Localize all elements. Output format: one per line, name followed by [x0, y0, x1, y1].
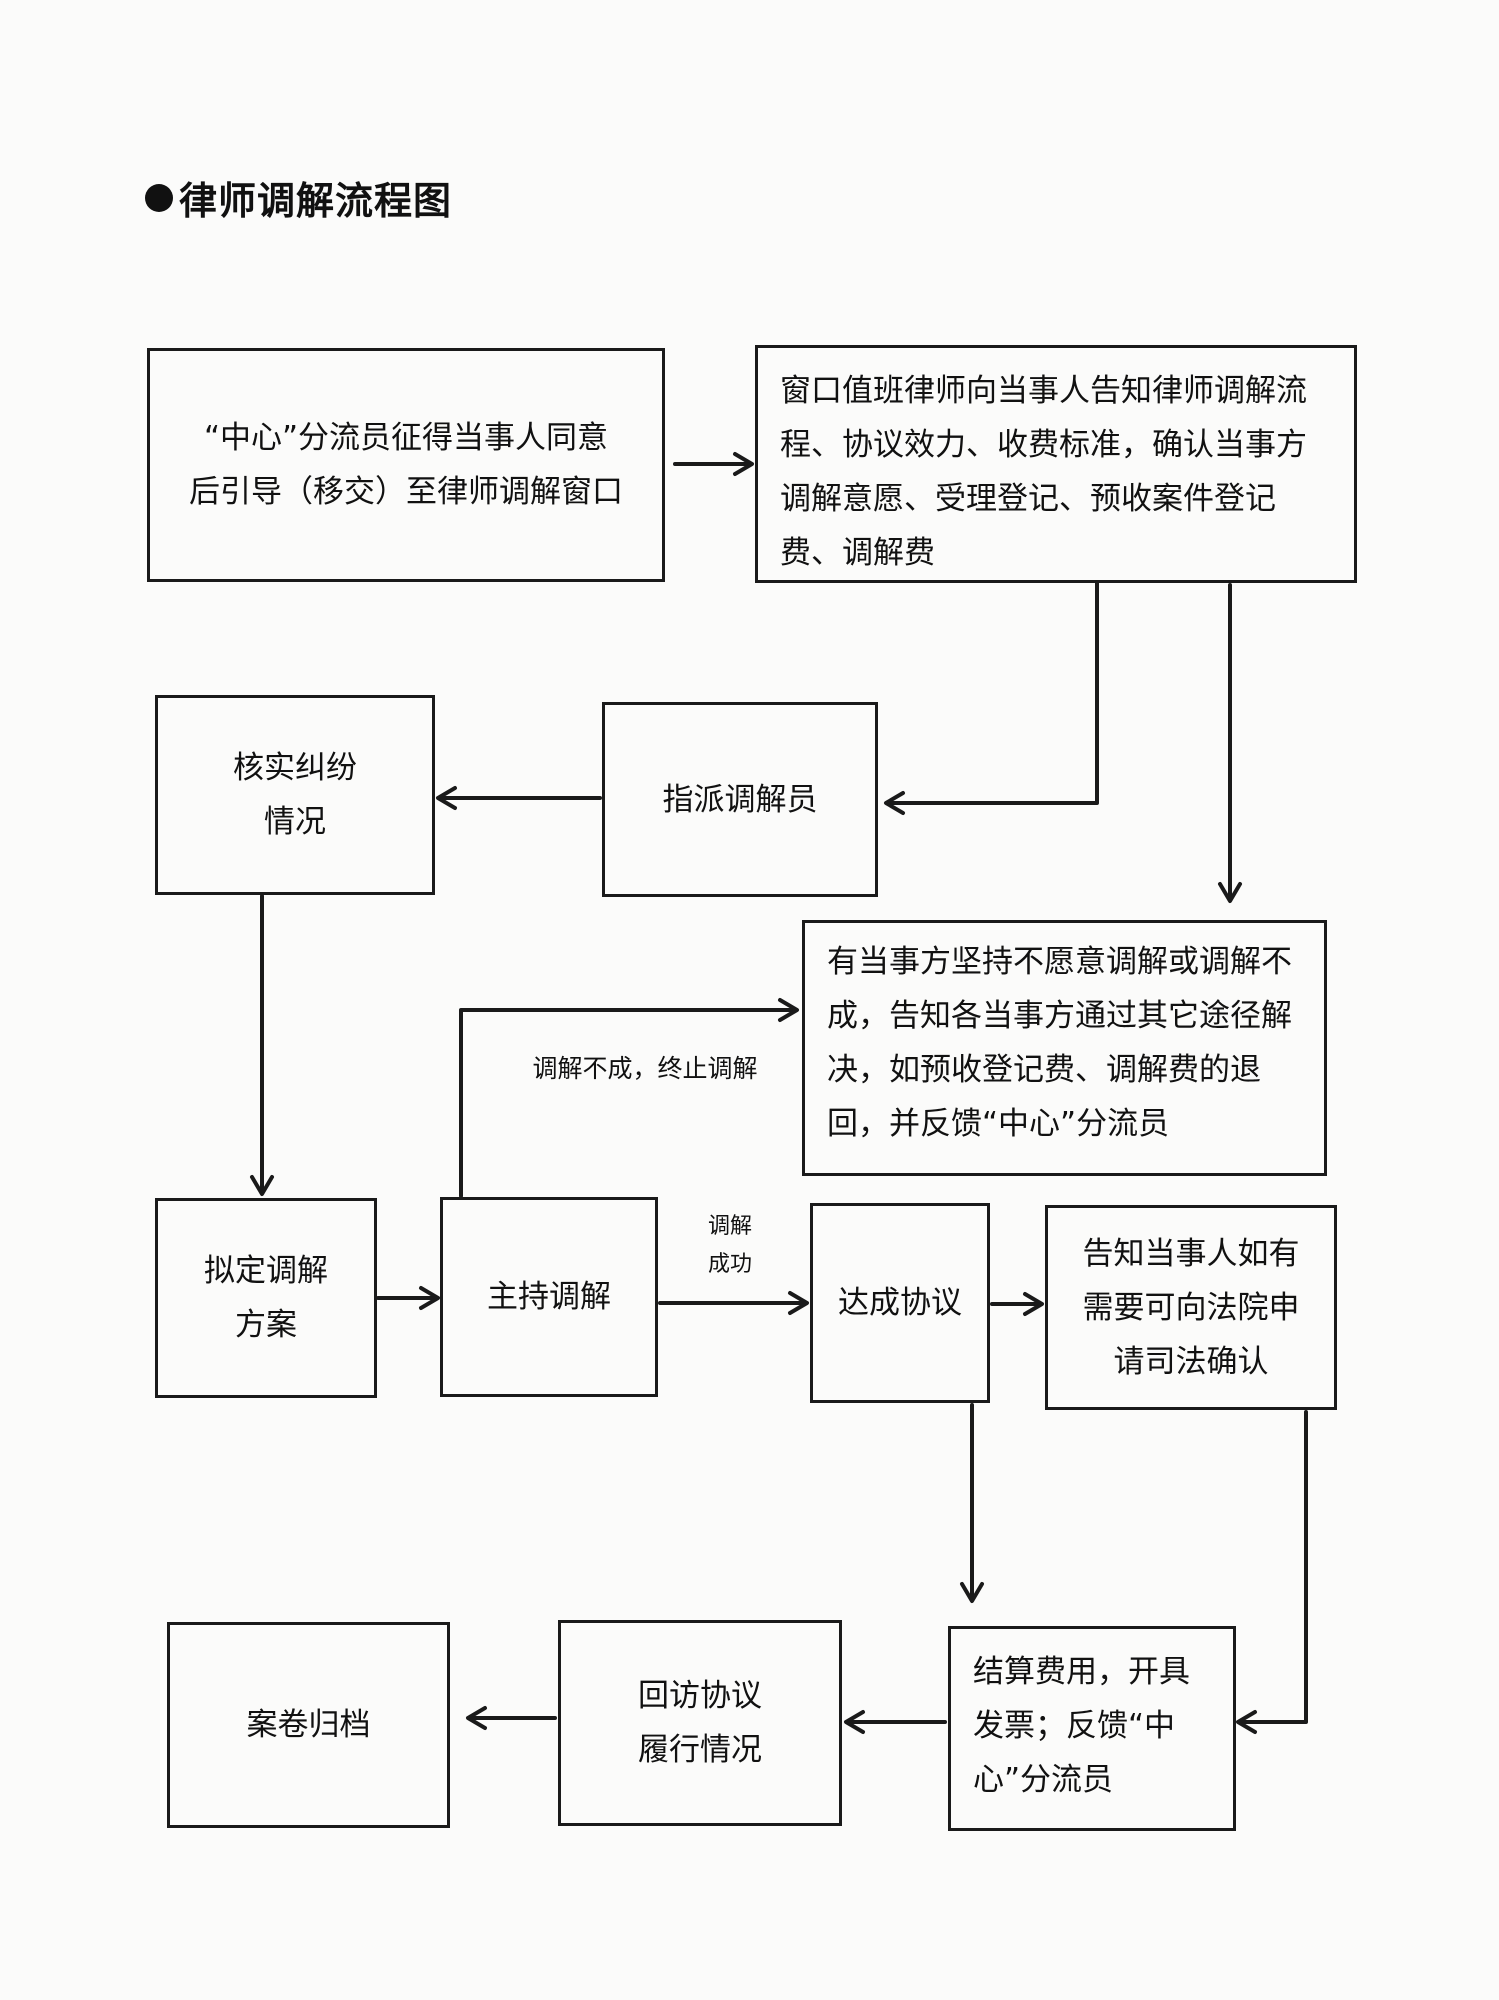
arrowhead-window-to-assign	[884, 791, 905, 815]
node-refuse: 有当事方坚持不愿意调解或调解不成，告知各当事方通过其它途径解决，如预收登记费、调…	[802, 920, 1327, 1176]
arrowhead-window-to-refuse	[1218, 882, 1242, 903]
arrowhead-agreement-to-settle	[960, 1582, 984, 1603]
node-assign-text: 指派调解员	[662, 781, 818, 818]
node-settle-text: 结算费用，开具发票；反馈“中心”分流员	[973, 1654, 1190, 1798]
edge-label-fail: 调解不成，终止调解	[532, 1054, 758, 1083]
node-window-lawyer-text: 窗口值班律师向当事人告知律师调解流程、协议效力、收费标准，确认当事方调解意愿、受…	[780, 373, 1307, 571]
node-archive: 案卷归档	[167, 1622, 450, 1828]
arrowhead-judicial-to-settle	[1236, 1710, 1257, 1734]
node-settle: 结算费用，开具发票；反馈“中心”分流员	[948, 1626, 1236, 1831]
arrowhead-verify-to-plan	[250, 1175, 274, 1196]
node-archive-text: 案卷归档	[246, 1707, 371, 1743]
arrowhead-settle-to-followup	[844, 1710, 865, 1734]
node-follow-up-text: 回访协议 履行情况	[638, 1678, 762, 1768]
page-title-text: 律师调解流程图	[179, 179, 453, 223]
node-window-lawyer: 窗口值班律师向当事人告知律师调解流程、协议效力、收费标准，确认当事方调解意愿、受…	[755, 345, 1357, 583]
arrow-judicial-to-settle	[1238, 1410, 1308, 1724]
node-host: 主持调解	[440, 1197, 658, 1397]
edge-label-success: 调解 成功	[707, 1214, 752, 1277]
bullet-dot-icon	[145, 183, 173, 212]
arrowhead-host-to-refuse	[778, 998, 799, 1022]
node-verify-text: 核实纠纷 情况	[233, 750, 357, 840]
arrowhead-referral-to-window	[733, 452, 754, 476]
node-judicial: 告知当事人如有 需要可向法院申 请司法确认	[1045, 1205, 1337, 1410]
node-plan: 拟定调解 方案	[155, 1198, 377, 1398]
node-agreement-text: 达成协议	[838, 1285, 962, 1321]
arrowhead-agreement-to-judicial	[1023, 1292, 1044, 1316]
node-agreement: 达成协议	[810, 1203, 990, 1403]
node-host-text: 主持调解	[487, 1279, 611, 1315]
arrow-host-to-refuse	[459, 1008, 797, 1198]
arrowhead-followup-to-archive	[466, 1706, 487, 1730]
node-assign: 指派调解员	[602, 702, 878, 897]
node-refuse-text: 有当事方坚持不愿意调解或调解不成，告知各当事方通过其它途径解决，如预收登记费、调…	[827, 944, 1292, 1142]
node-referral: “中心”分流员征得当事人同意 后引导（移交）至律师调解窗口	[147, 348, 665, 582]
page-title: 律师调解流程图	[145, 170, 452, 225]
arrowhead-plan-to-host	[419, 1286, 440, 1310]
arrowhead-host-to-agreement	[788, 1291, 809, 1315]
node-plan-text: 拟定调解 方案	[204, 1253, 328, 1343]
node-referral-text: “中心”分流员征得当事人同意 后引导（移交）至律师调解窗口	[189, 420, 623, 510]
node-follow-up: 回访协议 履行情况	[558, 1620, 842, 1826]
node-judicial-text: 告知当事人如有 需要可向法院申 请司法确认	[1082, 1235, 1300, 1380]
node-verify: 核实纠纷 情况	[155, 695, 435, 895]
arrow-window-to-assign	[886, 581, 1099, 805]
arrowhead-assign-to-verify	[436, 786, 457, 810]
